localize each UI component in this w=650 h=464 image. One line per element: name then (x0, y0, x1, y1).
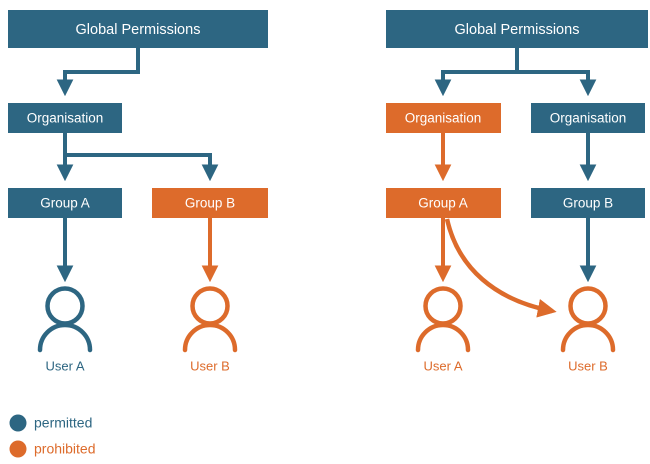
user-a-avatar (415, 286, 471, 353)
node-group-a[interactable] (8, 188, 122, 218)
node-organisation-label: Organisation (27, 111, 104, 126)
user-b-avatar (560, 286, 616, 353)
node-group-b[interactable] (152, 188, 268, 218)
edge-global-to-organisation-b (517, 70, 597, 97)
node-group-b[interactable] (531, 188, 645, 218)
node-organisation[interactable] (8, 103, 122, 133)
user-a-label: User A (423, 358, 462, 373)
legend-dot-prohibited-icon (9, 440, 27, 458)
user-b-label: User B (568, 358, 608, 373)
node-global-permissions-label: Global Permissions (455, 22, 580, 38)
node-organisation-b-label: Organisation (550, 111, 627, 126)
node-group-b-label: Group B (185, 196, 235, 211)
legend-item-prohibited: prohibited (9, 440, 96, 458)
legend-item-permitted: permitted (9, 414, 92, 432)
node-group-b-label: Group B (563, 196, 613, 211)
user-a-label: User A (45, 358, 84, 373)
user-a-avatar (37, 286, 93, 353)
node-group-a-label: Group A (40, 196, 90, 211)
edge-organisation-to-group-b (65, 153, 219, 182)
legend: permitted prohibited (9, 414, 96, 458)
user-b-label: User B (190, 358, 230, 373)
left-scenario: Global Permissions Organisation Group A … (8, 10, 268, 373)
right-scenario: Global Permissions Organisation Organisa… (386, 10, 648, 373)
node-organisation-a[interactable] (386, 103, 501, 133)
node-group-a[interactable] (386, 188, 501, 218)
node-global-permissions-label: Global Permissions (76, 22, 201, 38)
node-organisation-b[interactable] (531, 103, 645, 133)
node-group-a-label: Group A (418, 196, 468, 211)
legend-label-prohibited: prohibited (34, 441, 96, 457)
node-global-permissions[interactable] (386, 10, 648, 48)
legend-dot-permitted-icon (9, 414, 27, 432)
edge-global-to-organisation (56, 48, 140, 97)
user-b-avatar (182, 286, 238, 353)
legend-label-permitted: permitted (34, 415, 92, 431)
node-organisation-a-label: Organisation (405, 111, 482, 126)
edge-group-a-to-user-b-curved (444, 218, 557, 318)
edge-global-to-organisation-a (434, 48, 519, 97)
node-global-permissions[interactable] (8, 10, 268, 48)
